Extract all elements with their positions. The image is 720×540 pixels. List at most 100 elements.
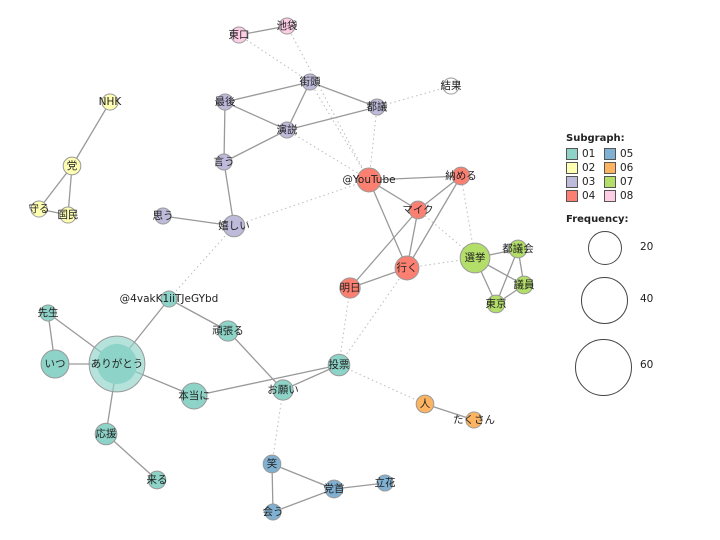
node: 人 [415,394,435,414]
node-label: 演説 [277,123,298,136]
node-label: 会う [263,505,284,518]
edge [224,101,288,131]
node-circle [408,200,428,220]
subgraph-legend-item: 07 [604,176,642,188]
frequency-legend: Frequency: 20 40 60 [566,214,716,396]
node: ありがとう [88,335,146,393]
node: 言う [214,153,235,171]
node-label: 国民 [58,209,79,221]
color-swatch [566,190,578,202]
node-label: マイク [402,204,433,216]
edge [168,298,229,332]
node-label: 来る [147,474,168,486]
node: 来る [147,470,168,490]
edge [223,101,226,163]
node-circle [272,379,294,401]
node-label: 議員 [514,278,535,291]
node: 都議会 [502,239,534,259]
edge-dotted [271,389,284,465]
edge-dotted [368,106,378,181]
node-label: NHK [99,96,123,108]
node: 頑張る [212,320,244,342]
edge [406,175,462,269]
node: 議員 [514,275,535,295]
node: 街頭 [300,73,321,91]
subgraph-id: 07 [620,176,634,188]
node: 守る [29,200,50,218]
subgraph-legend-item: 01 [566,148,604,160]
node-circle [451,166,471,186]
node: 会う [263,503,284,521]
color-swatch [604,148,616,160]
node: お願い [267,379,299,401]
node-circle [217,320,239,342]
edge-dotted [286,129,370,181]
node: たくさん [453,411,495,429]
frequency-sample-60: 60 [566,335,716,396]
edge-dotted [233,179,370,227]
node: 嬉しい [218,214,250,238]
node-circle [230,26,248,44]
node-label: 党 [67,159,78,172]
subgraph-legend-item: 08 [604,190,642,202]
edge [286,106,378,131]
subgraph-id: 04 [582,190,596,202]
node: @YouTube [342,167,396,193]
edge-dotted [168,225,235,300]
edge [495,248,519,305]
node-label: 行く [397,261,418,274]
node: 本当に [178,382,210,410]
node-label: 先生 [38,306,59,319]
node-label: 都議会 [502,242,534,255]
node-label: 思う [153,210,174,222]
node-circle [278,17,296,35]
node-circle [59,206,77,224]
node-circle [62,156,82,176]
edge-dotted [238,34,311,83]
color-swatch [604,190,616,202]
subgraph-id: 03 [582,176,596,188]
edge [271,463,335,490]
node: 立花 [375,474,396,492]
edge-dotted [460,175,476,259]
edge-dotted [338,267,408,366]
node-label: 納める [445,169,477,182]
node: 東京 [486,294,507,314]
node: 党 [62,156,82,176]
edge [272,488,335,513]
edge [309,81,378,108]
node-label: 立花 [375,476,396,489]
node-circle [101,93,119,111]
node-label: いつ [45,358,66,370]
node-label: 最後 [215,95,236,108]
edge [162,215,235,227]
node-label: 言う [214,155,235,168]
node: 笑 [262,454,282,474]
node-label: 都議 [367,100,388,113]
node-circle [30,200,48,218]
edge-dotted [417,209,476,259]
subgraph-id: 05 [620,148,634,160]
color-swatch [604,176,616,188]
node: @4vakK1iiTJeGYbd [120,290,218,308]
edge-dotted [376,85,452,108]
node-circle [262,454,282,474]
subgraph-legend-item: 04 [566,190,604,202]
node-circle [160,290,178,308]
node-label: たくさん [453,414,495,426]
node-label: 東京 [486,297,507,310]
node: 演説 [277,121,298,139]
node: 党首 [324,479,345,499]
node-label: 嬉しい [218,219,250,232]
node-circle [442,77,460,95]
node-label: 頑張る [212,325,244,337]
edge [227,330,284,391]
node-circle [339,277,361,299]
node: 先生 [38,304,59,322]
node: 納める [445,166,477,186]
node: 応援 [94,422,118,446]
node-circle [508,239,528,259]
